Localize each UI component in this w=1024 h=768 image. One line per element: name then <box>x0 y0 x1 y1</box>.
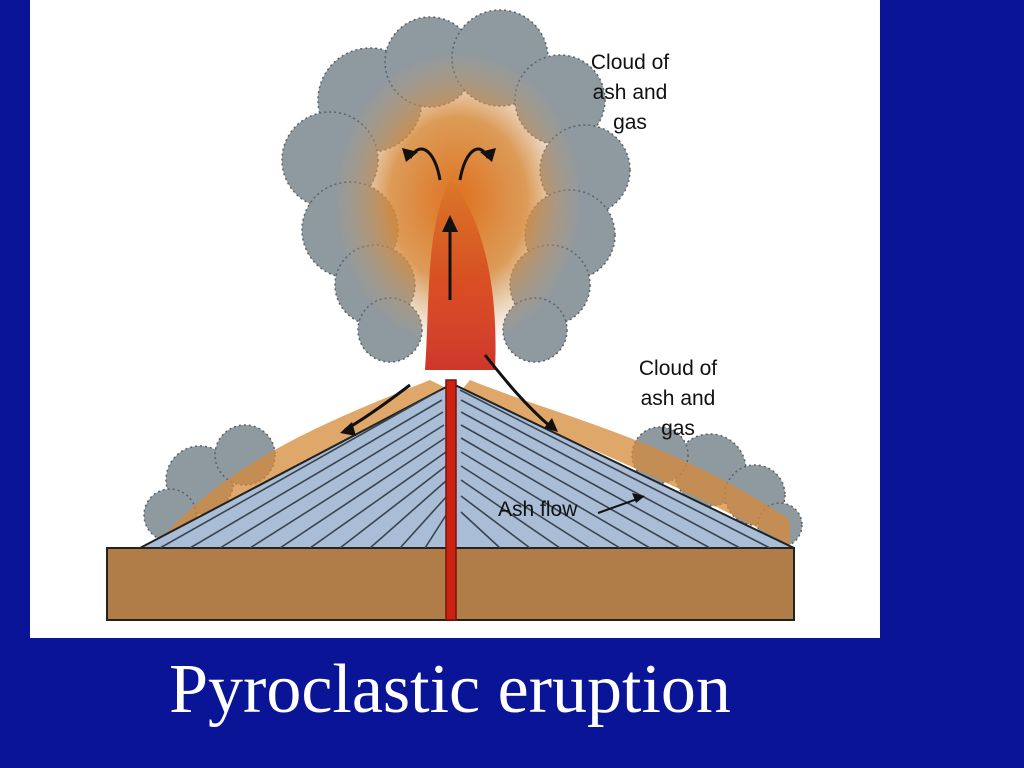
slope-arrow-icon <box>483 354 553 430</box>
top-cloud-label: Cloud of ash and gas <box>590 51 670 134</box>
cone-strata <box>159 389 771 548</box>
eruption-column <box>425 180 496 370</box>
side-cloud-label: Cloud of ash and gas <box>638 357 718 440</box>
volcano-diagram <box>106 9 803 621</box>
slide-title: Pyroclastic eruption <box>169 651 731 728</box>
diagram-panel: Cloud of ash and gas Cloud of ash and ga… <box>30 0 880 638</box>
ash-flow-pointer <box>597 497 641 514</box>
magma-conduit <box>445 379 457 621</box>
ash-flow-label: Ash flow <box>498 498 578 521</box>
